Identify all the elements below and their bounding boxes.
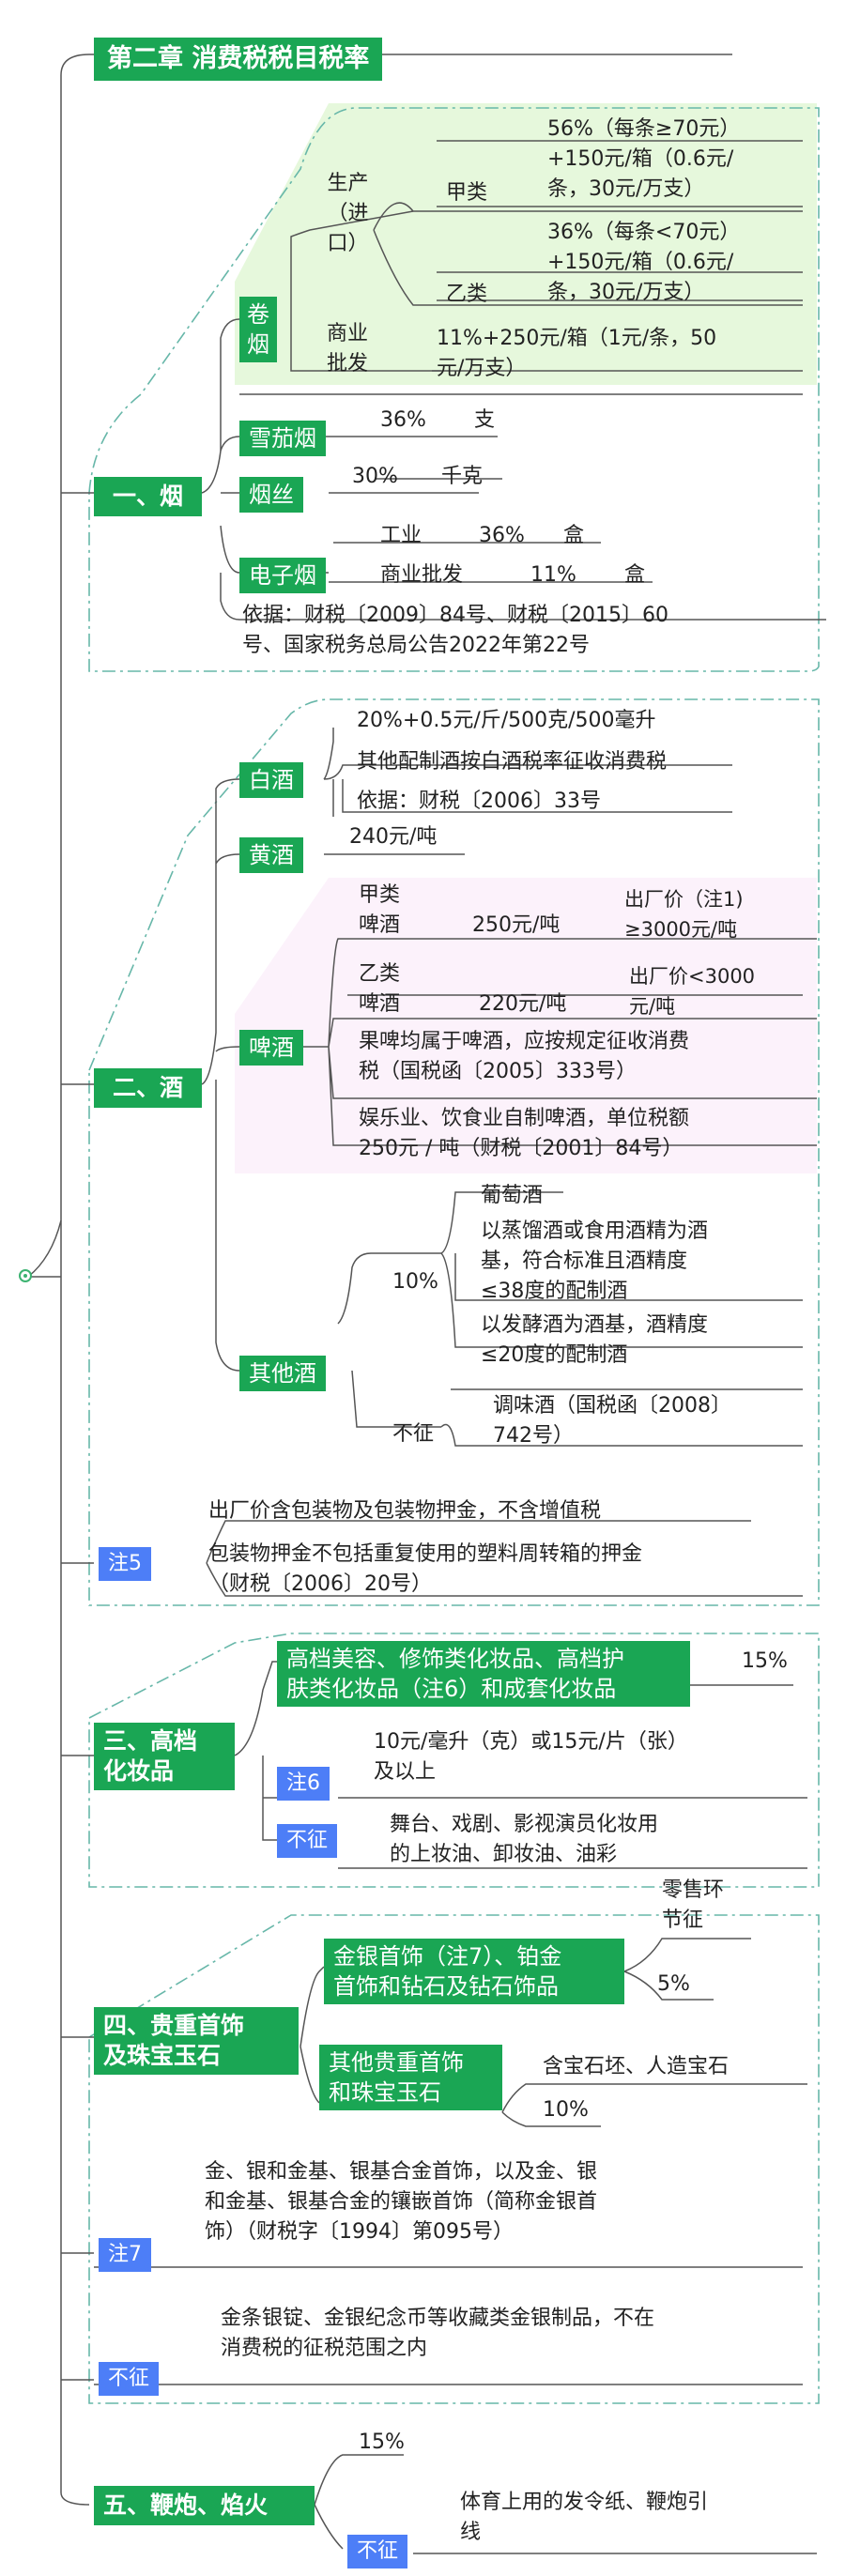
beer-entertainment: 娱乐业、饮食业自制啤酒，单位税额 250元 / 吨（财税〔2001〕84号） <box>359 1107 690 1160</box>
alcohol-frame <box>88 698 820 1606</box>
beer-jia-cond: 出厂价（注1) ≥3000元/吨 <box>624 888 744 941</box>
node-production: 生产 （进 口） <box>327 172 369 255</box>
note6-badge[interactable]: 注6 <box>277 1767 330 1801</box>
node-ecig[interactable]: 电子烟 <box>239 558 326 593</box>
fireworks-exempt-badge[interactable]: 不征 <box>347 2535 408 2568</box>
gold-stage: 零售环 节征 <box>662 1878 725 1932</box>
ecig-industry-rate: 36% <box>479 524 525 547</box>
beer-yi-cond: 出厂价<3000 元/吨 <box>629 965 756 1018</box>
cosmetics-rate: 15% <box>742 1649 788 1673</box>
beer-fruit: 果啤均属于啤酒，应按规定征收消费 税（国税函〔2005〕333号） <box>359 1030 690 1083</box>
node-cigar[interactable]: 雪茄烟 <box>239 421 326 456</box>
huangjiu-rate: 240元/吨 <box>349 825 438 849</box>
node-beer[interactable]: 啤酒 <box>239 1030 303 1066</box>
baijiu-other: 其他配制酒按白酒税率征收消费税 <box>357 750 668 774</box>
cigar-unit: 支 <box>474 408 496 432</box>
jia-rate: 56%（每条≥70元） +150元/箱（0.6元/ 条，30元/万支） <box>547 117 741 201</box>
cut-rate: 30% <box>352 465 398 488</box>
note6-text: 10元/毫升（克）或15元/片（张） 及以上 <box>374 1730 688 1784</box>
note7-text: 金、银和金基、银基合金首饰，以及金、银 和金基、银基合金的镶嵌首饰（简称金银首 … <box>205 2160 598 2244</box>
cosmetics-exempt-text: 舞台、戏剧、影视演员化妆用 的上妆油、卸妆油、油彩 <box>390 1813 659 1866</box>
node-cut[interactable]: 烟丝 <box>239 477 303 513</box>
jewelry-frame <box>88 1914 820 2404</box>
beer-yi-rate: 220元/吨 <box>479 992 567 1016</box>
fireworks-exempt-text: 体育上用的发令纸、鞭炮引 线 <box>460 2491 709 2544</box>
wholesale-rate: 11%+250元/箱（1元/条，50 元/万支） <box>437 327 717 380</box>
beer-jia: 甲类 啤酒 <box>359 883 401 937</box>
ecig-wholesale-rate: 11% <box>530 563 576 587</box>
note7-badge[interactable]: 注7 <box>99 2238 151 2272</box>
root-node[interactable] <box>19 1269 32 1282</box>
cosmetics-frame <box>88 1633 820 1888</box>
jewelry-exempt-text: 金条银锭、金银纪念币等收藏类金银制品，不在 消费税的征税范围之内 <box>221 2307 655 2360</box>
node-gold-jewelry[interactable]: 金银首饰（注7）、铂金 首饰和钻石及钻石饰品 <box>324 1939 624 2004</box>
node-yi: 乙类 <box>446 283 488 306</box>
tobacco-basis: 依据：财税〔2009〕84号、财税〔2015〕60 号、国家税务总局公告2022… <box>242 604 668 657</box>
yi-rate: 36%（每条<70元） +150元/箱（0.6元/ 条，30元/万支） <box>547 221 741 304</box>
cut-unit: 千克 <box>441 465 484 488</box>
fermented-mix: 以发酵酒为酒基，酒精度 ≤20度的配制酒 <box>481 1313 709 1367</box>
chapter-title: 第二章 消费税税目税率 <box>94 38 383 81</box>
node-jia: 甲类 <box>446 181 488 205</box>
beer-yi: 乙类 啤酒 <box>359 962 401 1016</box>
node-hi-cosmetics[interactable]: 高档美容、修饰类化妆品、高档护 肤类化妆品（注6）和成套化妆品 <box>277 1641 690 1707</box>
ecig-industry-unit: 盒 <box>563 524 585 547</box>
baijiu-basis: 依据：财税〔2006〕33号 <box>357 790 601 813</box>
section-tobacco[interactable]: 一、烟 <box>94 477 202 516</box>
fireworks-rate: 15% <box>359 2430 405 2454</box>
note5-badge[interactable]: 注5 <box>99 1547 151 1581</box>
cosmetics-exempt-badge[interactable]: 不征 <box>277 1824 338 1858</box>
node-baijiu[interactable]: 白酒 <box>239 762 303 798</box>
node-other-jewelry[interactable]: 其他贵重首饰 和珠宝玉石 <box>319 2045 502 2110</box>
section-jewelry[interactable]: 四、贵重首饰 及珠宝玉石 <box>94 2007 299 2075</box>
node-huangjiu[interactable]: 黄酒 <box>239 837 303 873</box>
jewelry-exempt-badge[interactable]: 不征 <box>99 2362 160 2396</box>
node-wholesale: 商业 批发 <box>327 322 369 376</box>
ecig-wholesale-unit: 盒 <box>624 563 646 587</box>
grape-wine: 葡萄酒 <box>481 1184 544 1207</box>
note5-deposit: 包装物押金不包括重复使用的塑料周转箱的押金 （财税〔2006〕20号） <box>208 1542 643 1596</box>
other-alcohol-rate: 10% <box>392 1270 438 1294</box>
other-jewelry-note: 含宝石坯、人造宝石 <box>543 2055 730 2078</box>
distilled-mix: 以蒸馏酒或食用酒精为酒 基，符合标准且酒精度 ≤38度的配制酒 <box>481 1219 709 1303</box>
cigar-rate: 36% <box>380 408 426 432</box>
other-jewelry-rate: 10% <box>543 2098 589 2122</box>
tobacco-shade <box>235 103 817 385</box>
gold-rate: 5% <box>657 1972 690 1996</box>
section-cosmetics[interactable]: 三、高档 化妆品 <box>94 1723 235 1790</box>
baijiu-rate: 20%+0.5元/斤/500克/500毫升 <box>357 709 656 732</box>
node-other-alcohol[interactable]: 其他酒 <box>239 1356 326 1391</box>
ecig-wholesale: 商业批发 <box>380 563 464 587</box>
node-juanyan[interactable]: 卷烟 <box>239 297 277 362</box>
other-alcohol-exempt: 不征 <box>392 1422 435 1446</box>
note5-packaging: 出厂价含包装物及包装物押金，不含增值税 <box>208 1499 602 1523</box>
tobacco-frame <box>88 107 820 672</box>
cooking-wine: 调味酒（国税函〔2008〕 742号） <box>493 1394 731 1448</box>
section-alcohol[interactable]: 二、酒 <box>94 1068 202 1108</box>
ecig-industry: 工业 <box>380 524 422 547</box>
beer-shade <box>235 878 817 1173</box>
section-fireworks[interactable]: 五、鞭炮、焰火 <box>94 2486 315 2525</box>
beer-jia-rate: 250元/吨 <box>472 913 561 937</box>
